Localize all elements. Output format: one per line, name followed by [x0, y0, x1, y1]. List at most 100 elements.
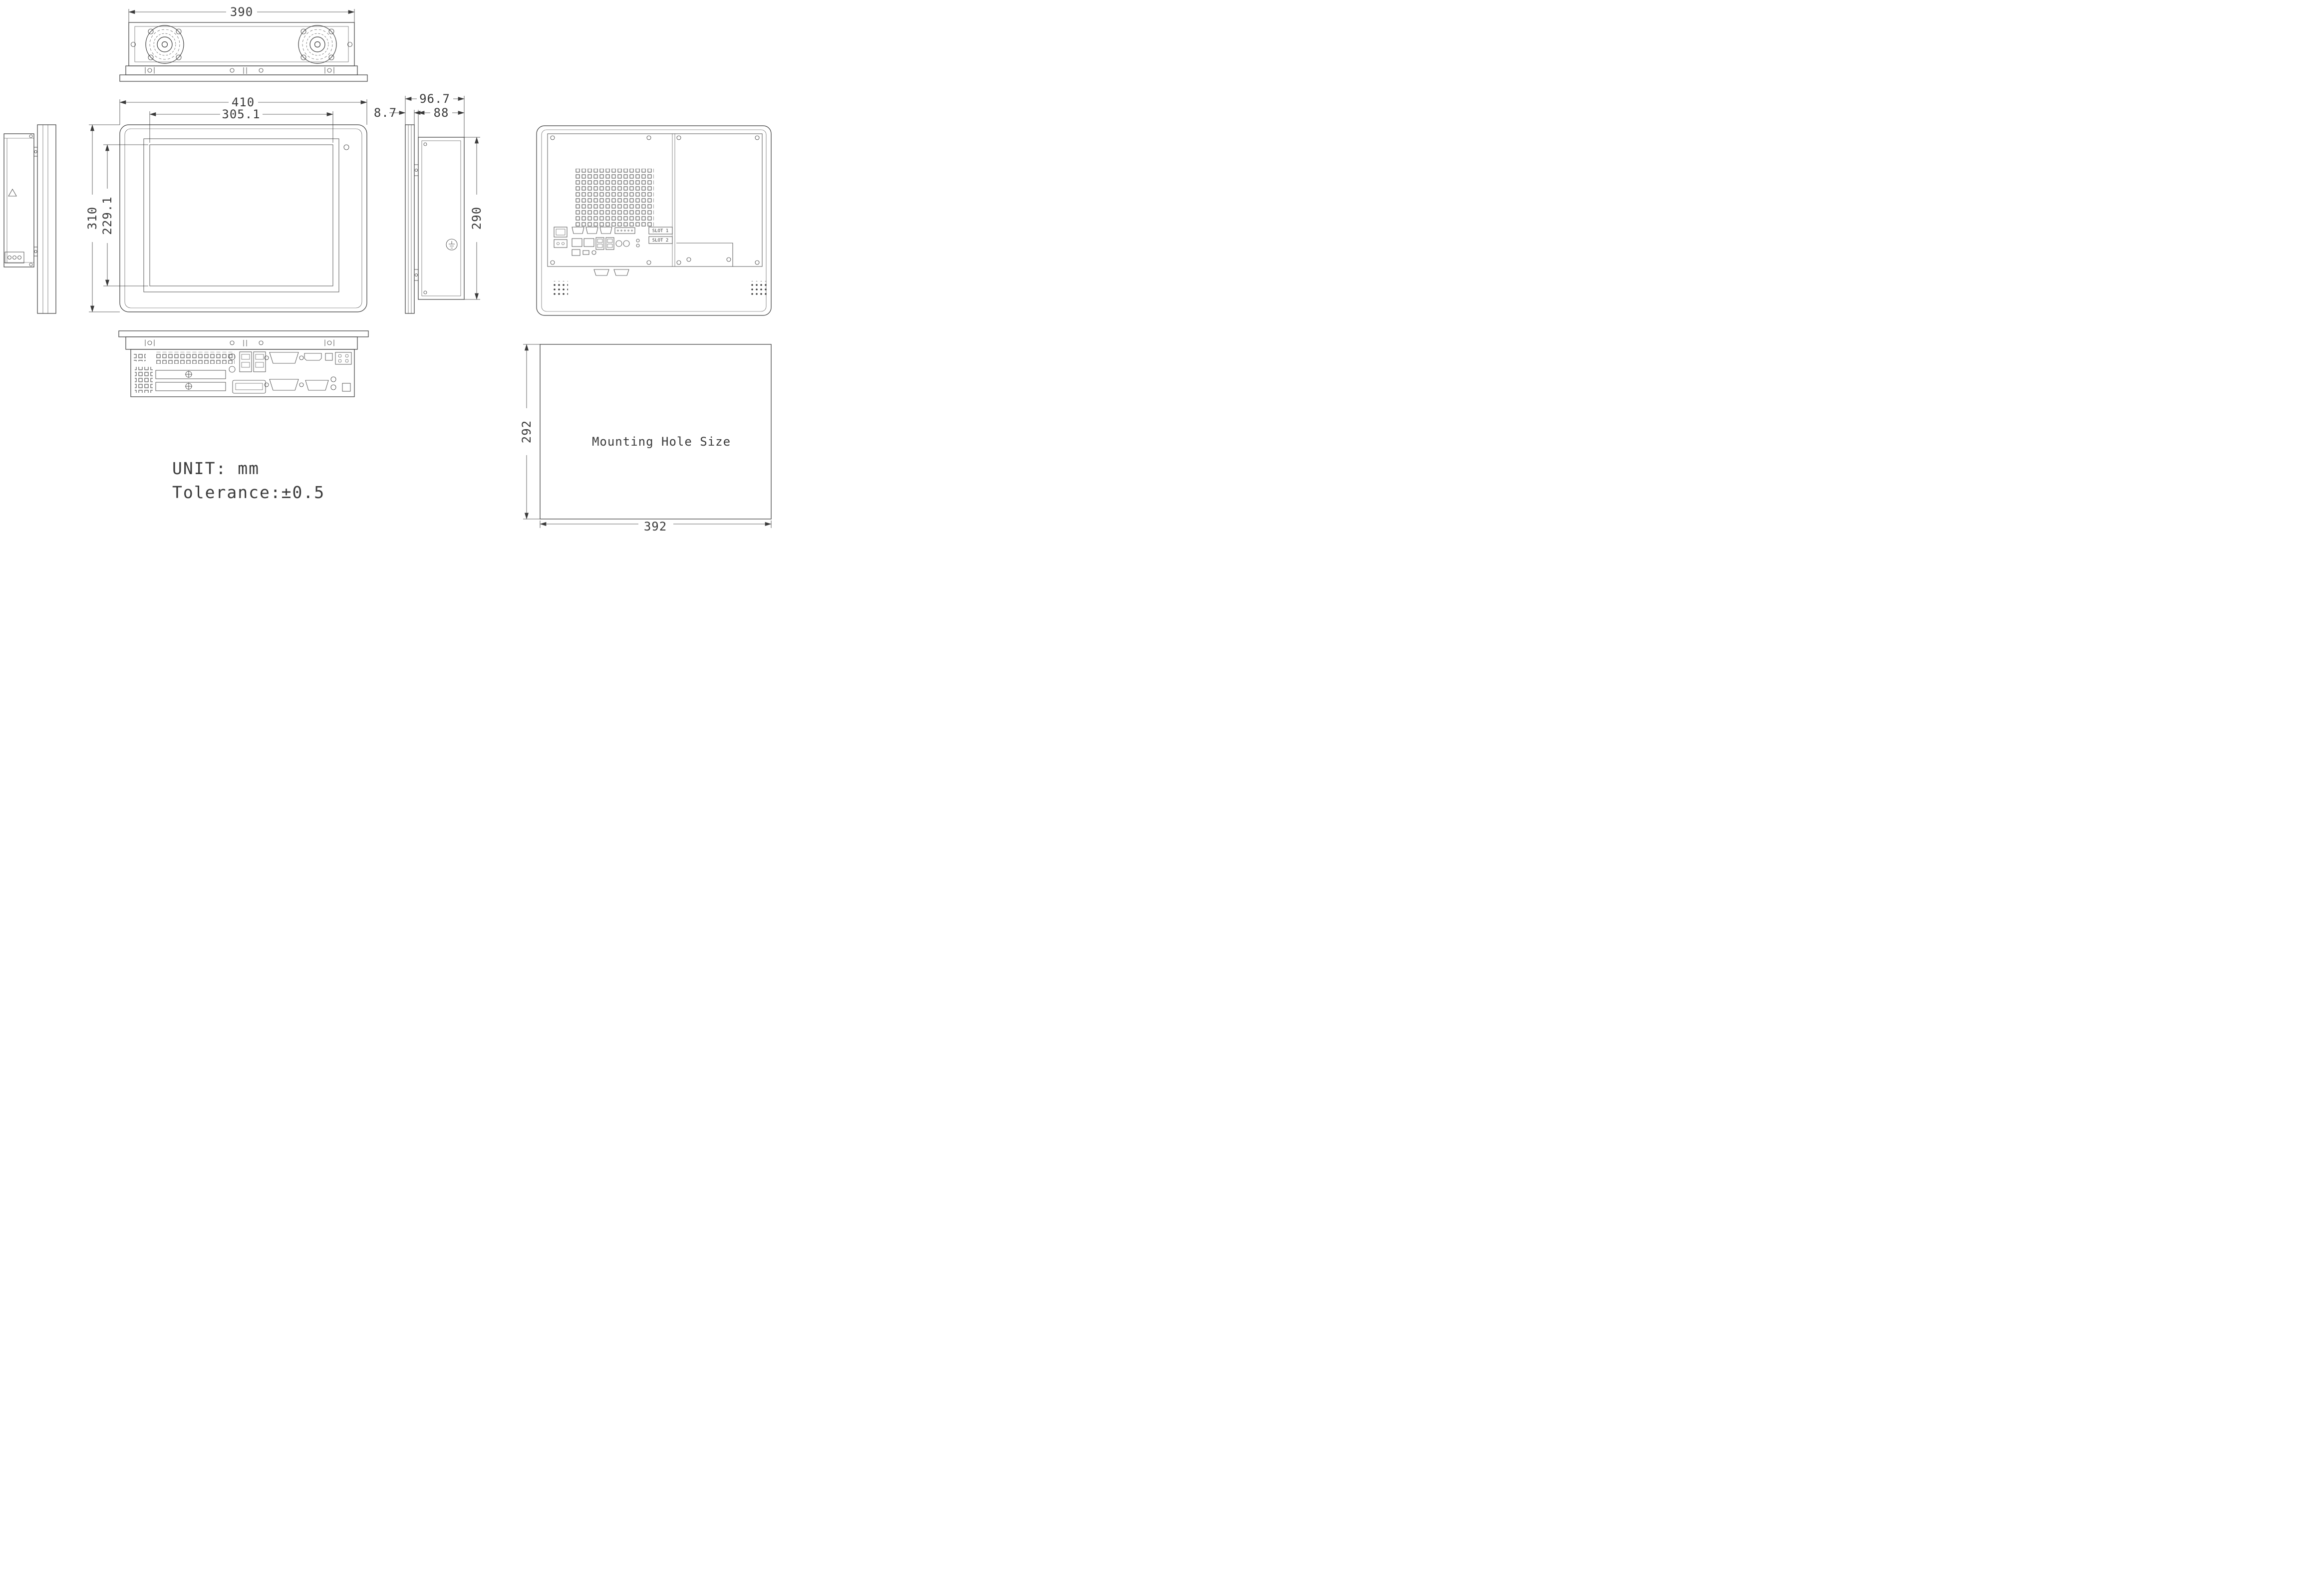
power-led	[636, 239, 640, 243]
speaker-grille-right	[751, 281, 768, 295]
power-button	[325, 353, 333, 361]
usb-lan-stack	[239, 351, 252, 372]
slot2-label: SLOT 2	[652, 238, 669, 243]
usb-lan-stack	[253, 351, 266, 372]
display-active-area	[149, 144, 333, 286]
display-port	[572, 249, 580, 256]
touchscreen-glass	[143, 138, 339, 292]
rear-screw-holes	[550, 135, 760, 265]
antenna-block	[335, 352, 352, 365]
lan-port	[583, 238, 594, 247]
top-chassis-inner	[134, 26, 349, 62]
mount-bracket	[33, 147, 38, 157]
screw-hole	[423, 290, 427, 294]
dim-mount-width: 392	[540, 520, 772, 532]
dim-display-height: 229.1	[100, 144, 148, 286]
dim-front-height: 310	[85, 124, 120, 312]
vent-grid	[135, 367, 153, 393]
terminal-block	[4, 252, 24, 264]
hdd-led	[636, 244, 640, 248]
dim-top-width: 390	[128, 5, 355, 22]
front-bezel-outline	[119, 124, 367, 312]
drawing-notes: UNIT: mm Tolerance:±0.5	[172, 459, 324, 502]
warning-triangle-icon	[8, 189, 17, 197]
speaker-grille-left	[551, 281, 568, 295]
side-chassis	[418, 137, 465, 300]
power-switch	[342, 383, 351, 392]
dimension-drawing-canvas: 390 410 305.1	[3, 5, 772, 532]
earth-ground-icon	[446, 239, 458, 251]
rear-panel	[547, 133, 763, 267]
dim-label-392: 392	[644, 520, 667, 532]
display-port	[232, 380, 266, 394]
audio-jack	[229, 366, 236, 373]
dim-label-305.1: 305.1	[222, 107, 260, 121]
expansion-divider	[672, 134, 675, 266]
hdmi-port	[582, 250, 589, 255]
left-side-view	[3, 124, 56, 314]
cooling-fan-right	[298, 25, 337, 64]
dim-label-310: 310	[85, 207, 99, 230]
dim-mount-height: 292	[520, 344, 540, 520]
dim-label-88: 88	[434, 106, 449, 120]
mounting-cutout	[540, 344, 772, 520]
rear-io-panel: SLOT 1 SLOT 2	[554, 227, 673, 276]
expansion-slot-brackets	[155, 370, 226, 391]
side-bezel	[405, 124, 415, 314]
screw-hole	[29, 263, 33, 266]
dim-label-292: 292	[520, 420, 534, 443]
com-port	[269, 352, 299, 364]
front-bezel-inner	[124, 128, 362, 308]
bottom-io-ports	[229, 351, 352, 394]
usb-stack	[605, 237, 614, 250]
power-switch	[554, 239, 568, 248]
dim-bezel-depth: 8.7	[374, 106, 421, 125]
gpio-port	[614, 227, 635, 234]
screw-hole	[423, 142, 427, 146]
dc-jack	[330, 376, 336, 382]
top-mounting-flange	[119, 65, 368, 82]
bottom-view	[118, 330, 369, 397]
vent-grid	[574, 169, 654, 227]
dim-chassis-height: 290	[464, 137, 484, 300]
com-port	[599, 227, 612, 234]
lan-port	[572, 238, 582, 247]
dim-total-depth: 96.7	[405, 92, 465, 137]
dim-label-390: 390	[230, 5, 253, 19]
rear-outline	[536, 125, 772, 316]
dc-jack	[330, 384, 336, 390]
front-view: 410 305.1 310 229.1	[85, 95, 367, 312]
com-port	[269, 379, 299, 391]
slot1-label: SLOT 1	[652, 229, 669, 234]
mount-bracket	[414, 269, 419, 281]
com-port	[585, 227, 598, 234]
mounting-label: Mounting Hole Size	[592, 435, 731, 449]
vent-grid	[155, 352, 235, 364]
dim-chassis-depth: 88	[418, 106, 465, 137]
dim-label-8.7: 8.7	[374, 106, 397, 120]
power-led	[343, 144, 349, 150]
bottom-panel-edge	[118, 330, 369, 337]
bottom-mounting-flange	[125, 336, 358, 350]
dim-front-width: 410	[119, 95, 367, 125]
dim-display-width: 305.1	[149, 107, 333, 143]
com-port	[613, 269, 629, 276]
bottom-io-chassis	[130, 349, 355, 397]
side-bezel	[37, 124, 56, 314]
usb-stack	[595, 237, 604, 250]
cooling-fan-left	[145, 25, 184, 64]
slot2	[648, 236, 673, 244]
mount-bracket	[414, 164, 419, 176]
com-port	[305, 380, 329, 391]
vent-grid	[134, 352, 146, 361]
com-port	[572, 227, 584, 234]
audio-jack	[623, 240, 630, 247]
mounting-hole-view: Mounting Hole Size 292 392	[520, 344, 772, 532]
side-chassis	[3, 133, 34, 267]
screw-hole	[29, 134, 33, 138]
right-side-view: 96.7 8.7 88 290	[374, 92, 484, 314]
expansion-bracket	[676, 243, 733, 266]
top-chassis-outline	[128, 22, 355, 66]
dc-jack	[591, 250, 596, 255]
audio-jack	[229, 353, 236, 360]
